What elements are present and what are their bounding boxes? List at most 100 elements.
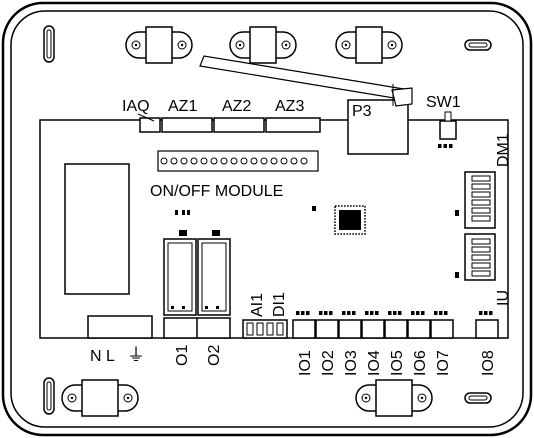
io-led	[393, 311, 397, 315]
io-led	[365, 311, 369, 315]
io-led	[375, 311, 379, 315]
connector-slot	[471, 270, 491, 277]
iaq-label: IAQ	[122, 98, 150, 115]
on-off-module-pins	[160, 157, 308, 165]
io-led	[444, 311, 448, 315]
o2-label: O2	[206, 345, 223, 366]
sw1-knob	[444, 111, 452, 122]
az2-connector	[213, 117, 265, 133]
antenna	[199, 55, 413, 107]
connector-slot	[471, 199, 491, 206]
relay-output-terminal	[163, 317, 231, 339]
header-pin	[230, 157, 238, 165]
iu-connector	[464, 233, 496, 281]
io-led	[306, 311, 310, 315]
iaq-leader	[137, 113, 155, 122]
az3-label: AZ3	[275, 98, 304, 115]
iaq-connector	[139, 117, 161, 133]
io-terminal-io5	[384, 319, 408, 339]
relay-o1	[163, 230, 197, 316]
io-terminal-io2	[315, 319, 339, 339]
header-pin	[240, 157, 248, 165]
mounting-slot-top-right-inner	[468, 42, 488, 48]
header-pin	[180, 157, 188, 165]
terminal-pin	[246, 322, 254, 336]
connector-slot	[471, 262, 491, 269]
io-terminal-io7	[430, 319, 454, 339]
mounting-slot-top-right	[464, 39, 492, 51]
io-led	[416, 311, 420, 315]
connector-slot	[471, 175, 491, 182]
header-pin	[260, 157, 268, 165]
sw1-leds	[438, 144, 453, 148]
screw-boss-bottom-left	[61, 379, 139, 417]
io-label-io3: IO3	[343, 350, 360, 376]
di1-label: DI1	[271, 292, 288, 317]
iu-label: IU	[495, 290, 512, 306]
io-label-io6: IO6	[412, 350, 429, 376]
header-pin	[290, 157, 298, 165]
ai1-di1-terminal	[242, 319, 288, 339]
header-pin	[270, 157, 278, 165]
relay-o2	[197, 230, 231, 316]
io-led	[329, 311, 333, 315]
screw-boss-bottom-right	[355, 379, 433, 417]
dm1-label: DM1	[495, 133, 512, 167]
az1-label: AZ1	[168, 98, 197, 115]
header-pin	[200, 157, 208, 165]
connector-slot	[471, 191, 491, 198]
terminal-pin	[256, 322, 264, 336]
io-label-io7: IO7	[435, 350, 452, 376]
ground-icon: ⏚	[127, 345, 145, 365]
io-led	[347, 311, 351, 315]
terminal-pin	[276, 322, 284, 336]
io-led	[398, 311, 402, 315]
io-led	[370, 311, 374, 315]
connector-slot	[471, 246, 491, 253]
small-components	[175, 206, 459, 278]
o1-label: O1	[174, 345, 191, 366]
header-pin	[160, 157, 168, 165]
io-led	[319, 311, 323, 315]
connector-slot	[471, 215, 491, 222]
io-led	[421, 311, 425, 315]
io-led	[324, 311, 328, 315]
inner-enclosure	[10, 10, 524, 428]
io-label-io8: IO8	[480, 350, 497, 376]
io-label-io4: IO4	[366, 350, 383, 376]
mounting-slot-bottom-right	[464, 392, 492, 404]
mounting-slot-bottom-left	[43, 377, 55, 415]
on-off-module-label: ON/OFF MODULE	[150, 183, 283, 200]
sw1-label: SW1	[426, 94, 461, 111]
connector-slot	[471, 183, 491, 190]
mounting-slot-top-left-inner	[46, 29, 52, 59]
io-led	[489, 311, 493, 315]
az3-connector	[265, 117, 321, 133]
screw-boss-top-1	[125, 26, 193, 64]
p3-label: P3	[352, 103, 372, 120]
ai1-label: AI1	[249, 293, 266, 317]
header-pin	[220, 157, 228, 165]
screw-boss-top-2	[229, 26, 297, 64]
sw1-switch	[439, 120, 457, 140]
io-led	[388, 311, 392, 315]
io-terminals	[292, 311, 499, 339]
header-pin	[210, 157, 218, 165]
header-pin	[300, 157, 308, 165]
io-label-io2: IO2	[320, 350, 337, 376]
io-led	[342, 311, 346, 315]
connector-slot	[471, 238, 491, 245]
dm1-connector	[464, 171, 496, 229]
header-pin	[190, 157, 198, 165]
header-pin	[280, 157, 288, 165]
io-led	[301, 311, 305, 315]
power-terminal	[87, 315, 153, 339]
io-led	[479, 311, 483, 315]
io-label-io1: IO1	[297, 350, 314, 376]
az1-connector	[161, 117, 213, 133]
io-terminal-io8	[475, 319, 499, 339]
io-led	[484, 311, 488, 315]
